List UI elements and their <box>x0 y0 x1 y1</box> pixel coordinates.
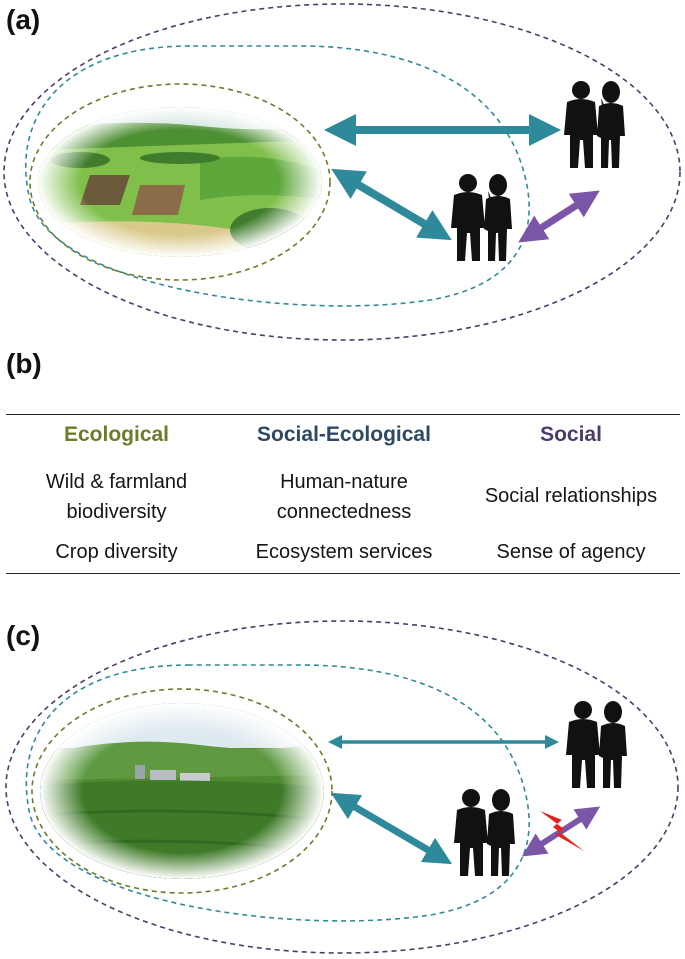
oil-palm-plantation-image <box>40 703 324 879</box>
cell-line: connectedness <box>276 501 412 523</box>
people-pair-icon <box>566 701 627 788</box>
panel-label-b: (b) <box>6 348 42 379</box>
table-cell: Human-nature connectedness <box>224 467 464 527</box>
table-cell: Crop diversity <box>55 541 178 563</box>
ecological-header: Ecological <box>63 423 170 446</box>
people-pair-icon <box>451 174 512 261</box>
social-boundary-ellipse <box>3 3 681 341</box>
ecological-boundary-ellipse <box>31 688 333 894</box>
farmland-landscape-image <box>38 107 322 257</box>
table-cell: Ecosystem services <box>255 541 433 563</box>
table-cell: Social relationships <box>484 485 658 507</box>
panel-label-a: (a) <box>6 4 41 35</box>
ecological-boundary-ellipse <box>29 83 331 281</box>
social-ecological-boundary <box>25 45 530 307</box>
social-boundary-ellipse <box>5 620 679 954</box>
table-cell: Sense of agency <box>496 541 646 563</box>
cell-line: Wild & farmland <box>45 471 188 493</box>
table-cell: Wild & farmland biodiversity <box>24 467 209 527</box>
double-arrow-icon <box>331 168 452 241</box>
panel-label-c: (c) <box>6 620 41 651</box>
panel-a <box>0 0 685 345</box>
panel-a-diagram <box>3 3 681 341</box>
double-arrow-icon <box>518 190 600 243</box>
double-arrow-icon <box>521 806 601 857</box>
social-ecological-header: Social-Ecological <box>257 423 431 446</box>
social-ecological-boundary <box>25 664 530 922</box>
panel-c <box>0 615 685 959</box>
social-header: Social <box>540 423 602 446</box>
panel-c-diagram <box>5 620 679 954</box>
cell-line: Human-nature <box>280 471 408 493</box>
double-arrow-icon <box>330 792 453 865</box>
cell-line: biodiversity <box>66 501 167 523</box>
people-pair-icon <box>564 81 625 168</box>
people-pair-icon <box>454 789 515 876</box>
indicator-table: Ecological Wild & farmland biodiversity … <box>6 414 680 574</box>
